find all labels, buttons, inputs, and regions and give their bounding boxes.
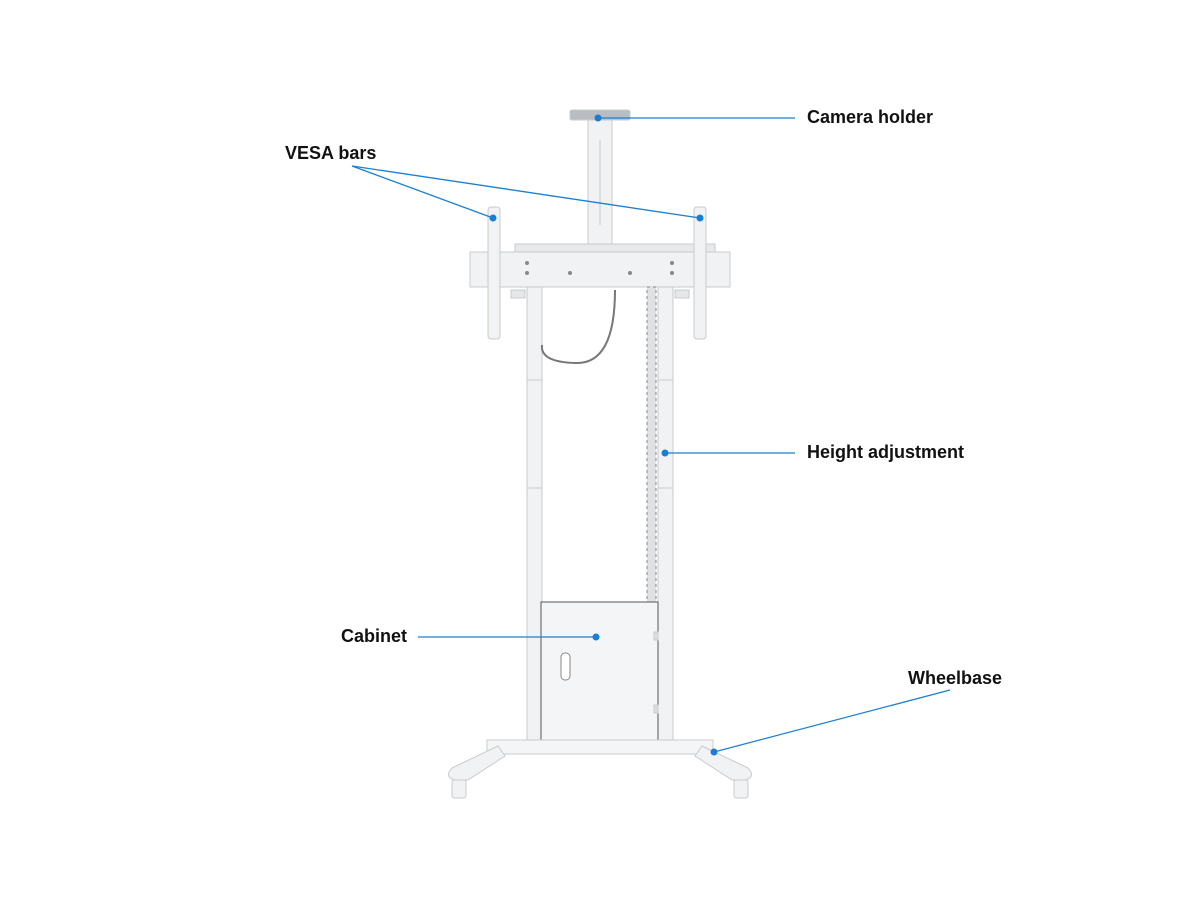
label-camera-holder: Camera holder [807,107,934,127]
cabinet-dot [592,633,600,641]
vesa-right-leader [351,165,701,219]
camera-holder-dot [594,114,602,122]
vesa-right-dot [696,214,704,222]
label-vesa-bars: VESA bars [285,143,377,163]
cabinet-box [540,601,659,741]
vesa-bars [487,206,707,340]
columns [526,286,674,743]
wheelbase-dot [710,748,718,756]
crossbar [469,251,731,288]
height-adjustment-dot [661,449,669,457]
label-cabinet: Cabinet [341,626,408,646]
chain [646,286,657,606]
cable [540,289,616,365]
wheelbase-leader [713,689,951,753]
callouts [351,114,951,756]
vesa-left-dot [489,214,497,222]
label-height-adjustment: Height adjustment [807,442,965,462]
camera-holder [569,109,631,246]
vesa-left-leader [351,165,494,219]
wheelbase-frame [448,739,752,799]
label-wheelbase: Wheelbase [908,668,1003,688]
